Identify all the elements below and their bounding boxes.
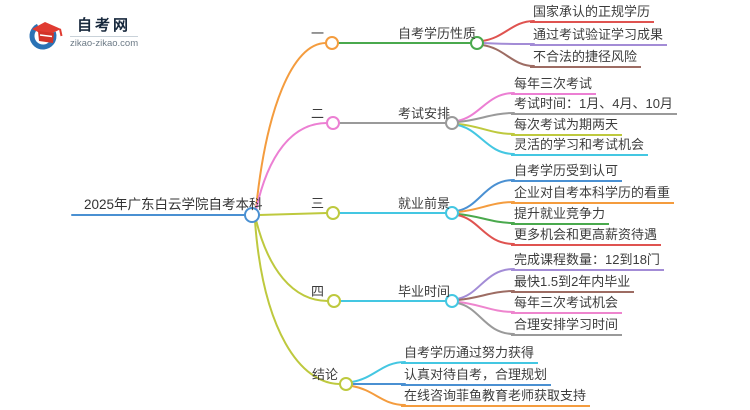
site-logo[interactable]: 自考网 zikao-zikao.com bbox=[28, 18, 138, 52]
leaf-node: 企业对自考本科学历的看重 bbox=[511, 185, 675, 204]
leaf-node: 国家承认的正规学历 bbox=[530, 4, 655, 23]
topic-graduation-time: 毕业时间 bbox=[398, 284, 451, 299]
leaf-node: 在线咨询菲鱼教育老师获取支持 bbox=[401, 388, 591, 407]
logo-divider bbox=[70, 36, 139, 37]
topic-job-prospects: 就业前景 bbox=[398, 196, 451, 211]
leaf-node: 更多机会和更高薪资待遇 bbox=[511, 227, 662, 246]
leaf-node: 灵活的学习和考试机会 bbox=[511, 137, 649, 156]
root-node: 2025年广东白云学院自考本科 bbox=[84, 197, 263, 212]
branch-5-index: 结论 bbox=[312, 367, 339, 382]
leaf-node: 考试时间：1月、4月、10月 bbox=[511, 96, 677, 115]
branch-3-index: 三 bbox=[310, 196, 324, 211]
graduation-cap-logo-icon bbox=[29, 22, 63, 50]
topic-exam-nature: 自考学历性质 bbox=[398, 26, 477, 41]
site-domain: zikao-zikao.com bbox=[70, 38, 139, 49]
leaf-node: 完成课程数量：12到18门 bbox=[511, 252, 664, 271]
leaf-node: 每年三次考试机会 bbox=[511, 295, 623, 314]
leaf-node: 认真对待自考，合理规划 bbox=[401, 367, 552, 386]
leaf-node: 提升就业竞争力 bbox=[511, 206, 610, 225]
topic-exam-schedule: 考试安排 bbox=[398, 106, 451, 121]
leaf-node: 每次考试为期两天 bbox=[511, 117, 623, 136]
branch-1-index: 一 bbox=[310, 26, 324, 41]
branch-4-index: 四 bbox=[310, 284, 324, 299]
site-name: 自考网 bbox=[77, 17, 132, 34]
leaf-node: 每年三次考试 bbox=[511, 76, 597, 95]
leaf-node: 通过考试验证学习成果 bbox=[530, 27, 668, 46]
leaf-node: 最快1.5到2年内毕业 bbox=[511, 274, 635, 293]
leaf-node: 合理安排学习时间 bbox=[511, 317, 623, 336]
leaf-node: 自考学历受到认可 bbox=[511, 163, 623, 182]
leaf-node: 自考学历通过努力获得 bbox=[401, 345, 539, 364]
branch-2-index: 二 bbox=[310, 106, 324, 121]
leaf-node: 不合法的捷径风险 bbox=[530, 49, 642, 68]
